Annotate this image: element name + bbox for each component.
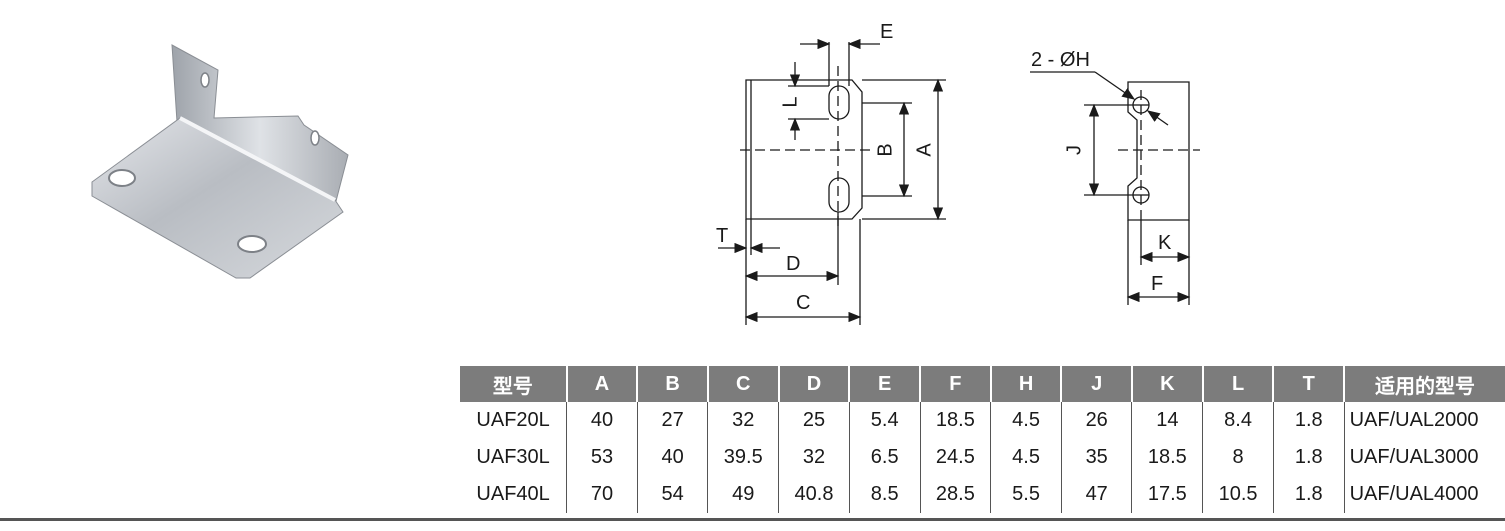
table-cell: 54 xyxy=(636,476,708,513)
table-cell: 1.8 xyxy=(1272,476,1345,513)
table-cell: 40.8 xyxy=(778,476,850,513)
table-cell: 5.4 xyxy=(848,402,921,439)
table-cell: 27 xyxy=(636,402,708,439)
table-cell: 28.5 xyxy=(919,476,991,513)
table-cell: 17.5 xyxy=(1131,476,1203,513)
table-cell: 49 xyxy=(707,476,779,513)
table-cell: UAF/UAL3000 xyxy=(1343,439,1505,476)
dim-label-l: L xyxy=(779,96,801,107)
front-view xyxy=(718,38,946,325)
table-cell: 1.8 xyxy=(1272,439,1345,476)
header-d: D xyxy=(777,366,850,402)
table-row: UAF20L 40 27 32 25 5.4 18.5 4.5 26 14 8.… xyxy=(460,402,1505,439)
table-cell: 26 xyxy=(1060,402,1132,439)
side-view xyxy=(1030,71,1200,305)
table-cell: 40 xyxy=(636,439,708,476)
table-row: UAF40L 70 54 49 40.8 8.5 28.5 5.5 47 17.… xyxy=(460,476,1505,513)
dim-label-c: C xyxy=(796,292,810,314)
table-cell: UAF20L xyxy=(476,409,550,431)
header-f: F xyxy=(919,366,991,402)
dimension-drawing: E L B A T D C 2 - ØH J K F xyxy=(716,21,1200,325)
table-cell: UAF/UAL4000 xyxy=(1343,476,1505,513)
table-cell: 35 xyxy=(1060,439,1132,476)
bottom-divider xyxy=(0,518,1505,521)
header-c: C xyxy=(706,366,779,402)
spec-table: 型号 A B C D E F H J K L T 适用的型号 UAF20L 40… xyxy=(460,366,1505,513)
table-cell: 39.5 xyxy=(707,439,779,476)
dim-label-j: J xyxy=(1063,145,1085,155)
table-cell: 8 xyxy=(1202,439,1274,476)
table-cell: 18.5 xyxy=(1131,439,1203,476)
dim-label-b: B xyxy=(874,143,896,156)
bracket-photo xyxy=(91,44,349,279)
table-cell: 1.8 xyxy=(1272,402,1345,439)
table-cell: 14 xyxy=(1131,402,1203,439)
header-l: L xyxy=(1201,366,1274,402)
table-cell: 25 xyxy=(778,402,850,439)
table-cell: 5.5 xyxy=(990,476,1062,513)
header-a: A xyxy=(565,366,638,402)
table-cell: 18.5 xyxy=(919,402,991,439)
dim-label-k: K xyxy=(1158,232,1172,254)
dim-label-e: E xyxy=(880,21,893,43)
header-model: 型号 xyxy=(460,366,567,402)
table-cell: 32 xyxy=(778,439,850,476)
table-cell: 24.5 xyxy=(919,439,991,476)
header-applicable-model: 适用的型号 xyxy=(1343,366,1505,402)
header-e: E xyxy=(848,366,921,402)
table-cell: UAF/UAL2000 xyxy=(1343,402,1505,439)
table-row: UAF30L 53 40 39.5 32 6.5 24.5 4.5 35 18.… xyxy=(460,439,1505,476)
table-cell: UAF30L xyxy=(476,446,550,468)
header-t: T xyxy=(1272,366,1345,402)
table-cell: 32 xyxy=(707,402,779,439)
header-j: J xyxy=(1060,366,1132,402)
table-cell: 40 xyxy=(566,402,638,439)
table-cell: UAF40L xyxy=(476,483,550,505)
dim-label-d: D xyxy=(786,253,800,275)
header-k: K xyxy=(1130,366,1203,402)
table-cell: 4.5 xyxy=(990,439,1062,476)
table-cell: 4.5 xyxy=(990,402,1062,439)
dim-label-h: 2 - ØH xyxy=(1031,49,1090,71)
dim-label-a: A xyxy=(913,143,935,157)
dim-label-t: T xyxy=(716,225,728,247)
table-cell: 53 xyxy=(566,439,638,476)
table-header-row: 型号 A B C D E F H J K L T 适用的型号 xyxy=(460,366,1505,402)
dim-label-f: F xyxy=(1151,273,1163,295)
table-cell: 8.5 xyxy=(848,476,921,513)
header-b: B xyxy=(636,366,708,402)
table-cell: 8.4 xyxy=(1202,402,1274,439)
header-h: H xyxy=(989,366,1062,402)
table-cell: 47 xyxy=(1060,476,1132,513)
table-cell: 6.5 xyxy=(848,439,921,476)
table-cell: 10.5 xyxy=(1202,476,1274,513)
table-cell: 70 xyxy=(566,476,638,513)
